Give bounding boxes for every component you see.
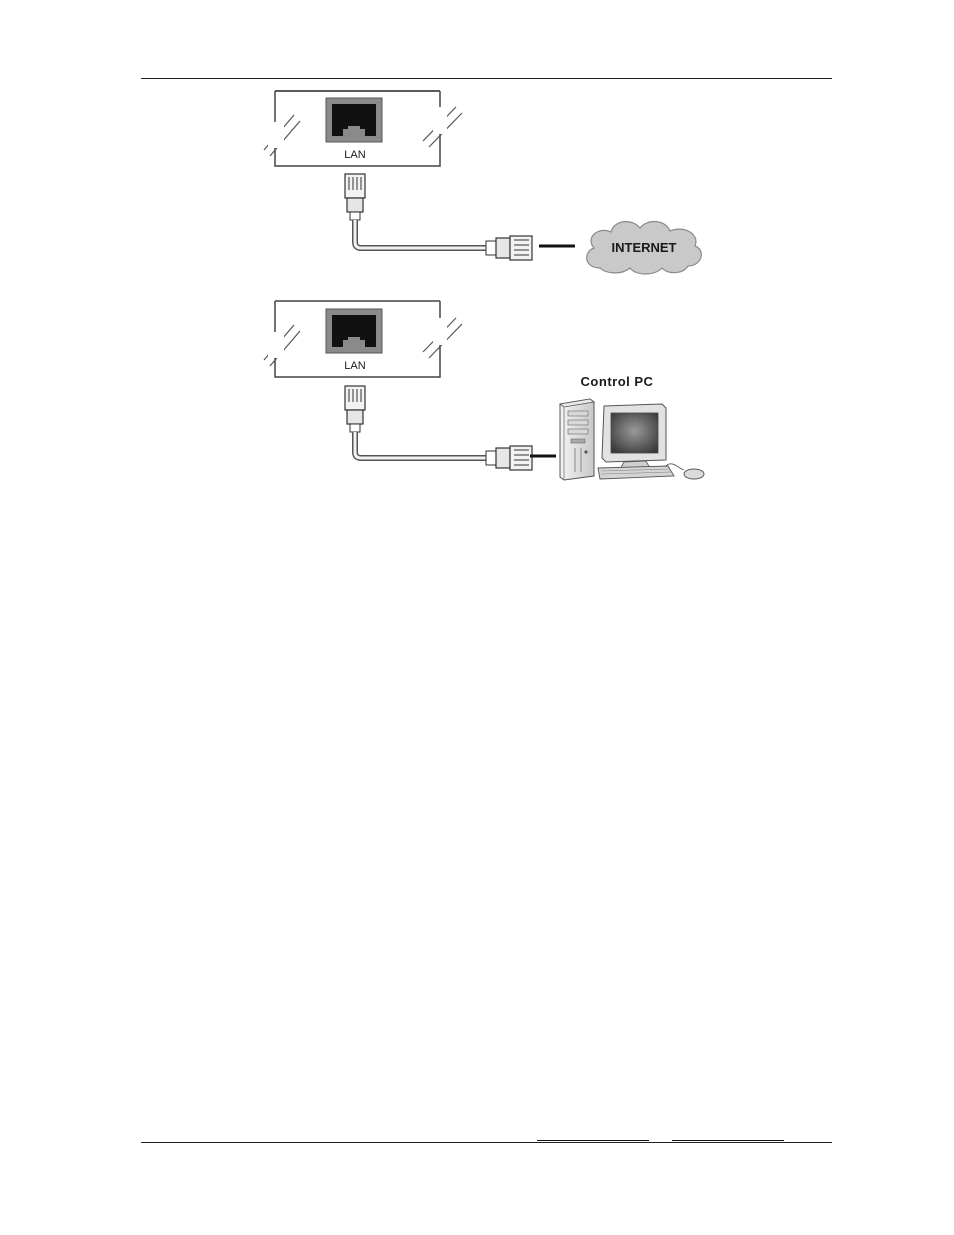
rj45-plug-horizontal-icon: [486, 236, 532, 260]
control-pc-icon: [560, 399, 704, 480]
rj45-plug-vertical-icon: [345, 174, 365, 220]
footer-link[interactable]: [672, 1124, 784, 1141]
device-panel-bottom: LAN: [264, 301, 462, 377]
break-mark-right: [423, 107, 462, 147]
monitor-icon: [602, 404, 666, 469]
keyboard-icon: [598, 466, 674, 479]
ethernet-cable: [355, 220, 487, 248]
lan-port-icon: [326, 98, 382, 142]
footer-rule: [141, 1142, 832, 1143]
footer-link[interactable]: [537, 1124, 649, 1141]
control-pc-label: Control PC: [581, 374, 654, 389]
break-mark-left: [264, 325, 300, 366]
lan-port-icon: [326, 309, 382, 353]
lan-port-label: LAN: [344, 149, 365, 161]
ethernet-cable: [355, 432, 487, 458]
break-mark-right: [423, 318, 462, 358]
rj45-plug-horizontal-icon: [486, 446, 532, 470]
pc-tower-icon: [560, 399, 594, 480]
rj45-plug-vertical-icon: [345, 386, 365, 432]
lan-port-label: LAN: [344, 360, 365, 372]
device-panel-top: LAN: [264, 91, 462, 166]
break-mark-left: [264, 115, 300, 156]
internet-label: INTERNET: [612, 240, 677, 255]
